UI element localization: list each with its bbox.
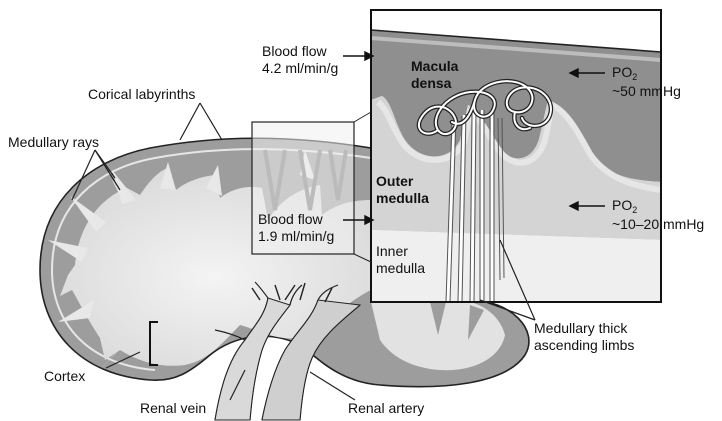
po2-cortex-label: PO2 ~50 mmHg — [612, 64, 681, 100]
renal-artery-label: Renal artery — [348, 400, 424, 417]
outer-medulla-label: Outer medulla — [376, 173, 429, 207]
inner-medulla-label: Inner medulla — [376, 243, 425, 277]
po2-medulla-label: PO2 ~10–20 mmHg — [612, 197, 704, 233]
cortical-labyrinths-label: Corical labyrinths — [88, 86, 195, 103]
blood-flow-cortex-label: Blood flow 4.2 ml/min/g — [262, 43, 338, 77]
cortex-label: Cortex — [44, 368, 85, 385]
macula-densa-label: Macula densa — [411, 58, 458, 92]
medullary-thick-ascending-limbs-label: Medullary thick ascending limbs — [534, 320, 634, 354]
blood-flow-medulla-label: Blood flow 1.9 ml/min/g — [258, 211, 334, 245]
medullary-rays-label: Medullary rays — [8, 134, 99, 151]
renal-vein-label: Renal vein — [140, 400, 206, 417]
